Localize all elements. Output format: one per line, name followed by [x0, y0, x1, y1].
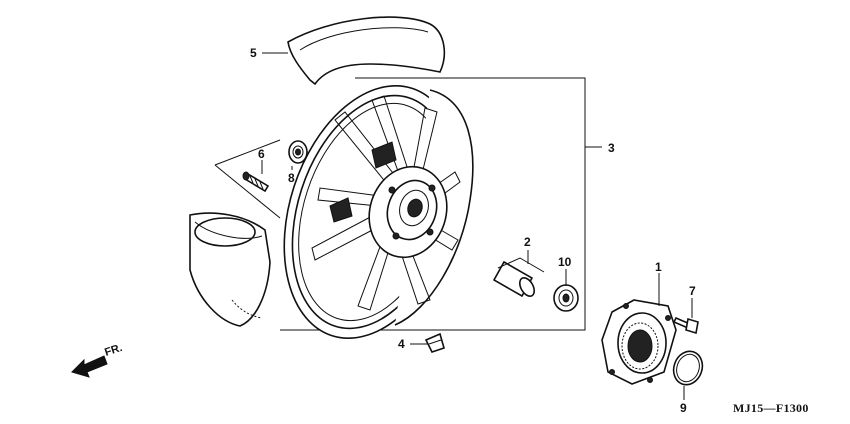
callout-10: 10	[558, 255, 572, 269]
callout-1: 1	[655, 260, 662, 274]
callout-4: 4	[398, 337, 405, 351]
callout-6: 6	[258, 147, 265, 161]
balance-weight	[424, 332, 445, 353]
callout-9: 9	[680, 401, 687, 415]
callout-2: 2	[524, 235, 531, 249]
sprocket-flange	[601, 299, 677, 385]
callout-5: 5	[250, 46, 257, 60]
wheel-bearing-left	[288, 140, 308, 164]
tire	[189, 16, 446, 327]
direction-label: FR.	[103, 342, 124, 359]
callout-3: 3	[608, 141, 615, 155]
callout-7: 7	[689, 284, 696, 298]
valve	[242, 171, 270, 193]
front-direction-arrow-icon	[71, 355, 108, 378]
distance-collar	[492, 257, 545, 298]
rear-wheel	[283, 84, 474, 340]
flange-bolt	[672, 316, 699, 335]
callout-8: 8	[288, 171, 295, 185]
wheel-bearing-right	[553, 284, 579, 312]
o-ring	[672, 350, 704, 386]
drawing-code: MJ15—F1300	[733, 401, 809, 415]
assembly-bracket	[214, 77, 602, 331]
leader-lines	[261, 52, 693, 400]
